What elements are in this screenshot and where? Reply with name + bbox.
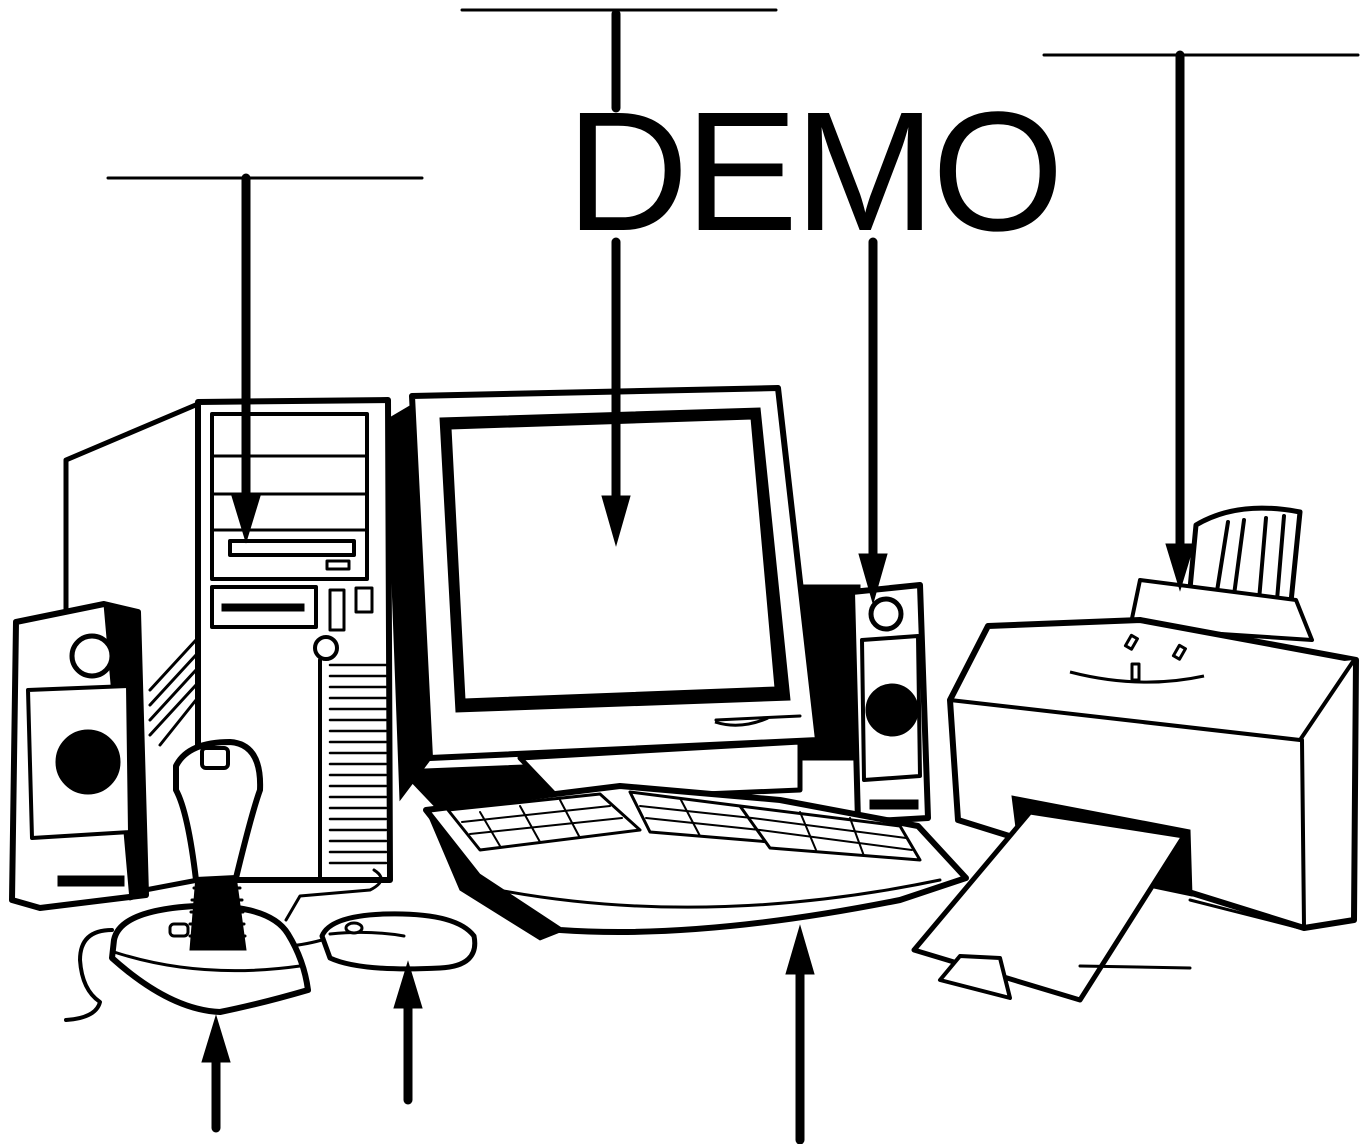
right-speaker [852,585,928,822]
demo-watermark: DEMO [566,77,1060,267]
arrow-icon [202,1016,230,1128]
printer [914,508,1356,1000]
arrow-icon [1166,55,1194,590]
mouse [284,870,475,969]
cd-drive [230,541,354,555]
arrow-icon [394,962,422,1100]
arrow-icon [786,926,814,1140]
arrow-icon [859,242,887,603]
left-speaker [12,604,146,908]
